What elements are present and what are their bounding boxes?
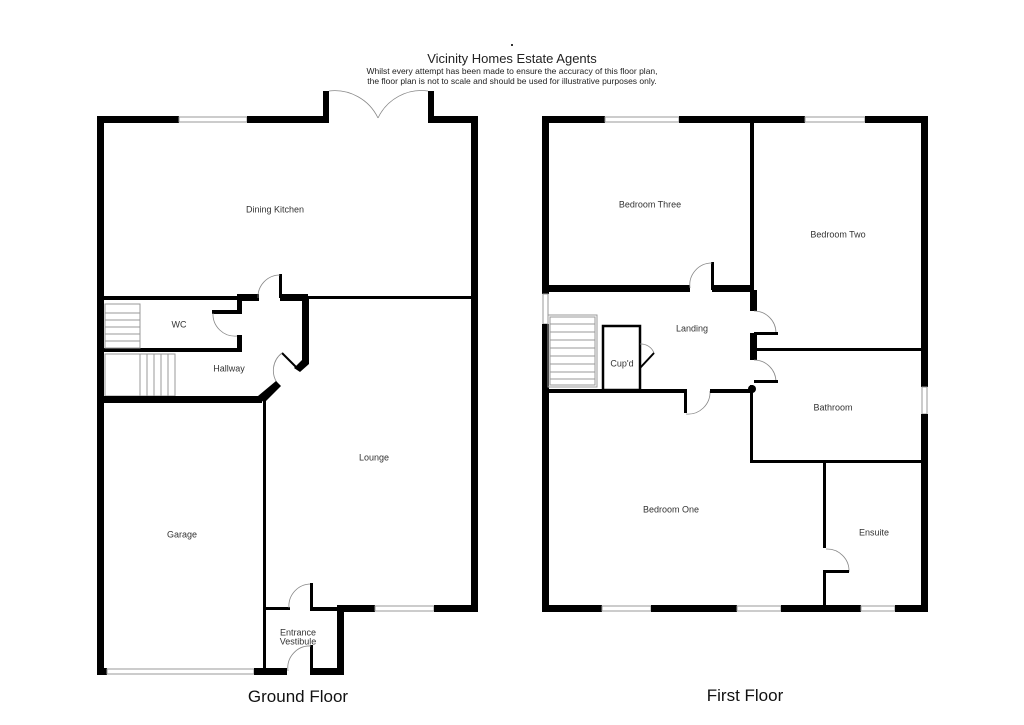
bedroom-one-door bbox=[685, 390, 711, 415]
kitchen-door bbox=[257, 274, 281, 299]
first-floor-label: First Floor bbox=[706, 686, 784, 705]
room-bedroom-three: Bedroom Three bbox=[618, 199, 682, 210]
room-entrance-line-1: Entrance bbox=[279, 627, 317, 638]
room-garage: Garage bbox=[166, 529, 198, 540]
wc-door bbox=[212, 312, 238, 337]
stairs-ground bbox=[104, 303, 176, 397]
room-bedroom-one: Bedroom One bbox=[642, 504, 700, 515]
header: Vicinity Homes Estate Agents Whilst ever… bbox=[0, 44, 1024, 86]
room-wc: WC bbox=[171, 319, 187, 330]
window bbox=[921, 386, 928, 415]
window bbox=[178, 116, 248, 123]
garage-door bbox=[106, 668, 255, 675]
window bbox=[604, 116, 680, 123]
first-floor-plan bbox=[542, 116, 928, 612]
agency-title: Vicinity Homes Estate Agents bbox=[427, 51, 597, 66]
window bbox=[860, 605, 896, 612]
window bbox=[374, 605, 435, 612]
ensuite-door bbox=[825, 548, 850, 573]
room-bedroom-two: Bedroom Two bbox=[810, 229, 866, 240]
header-dot bbox=[511, 44, 513, 46]
french-door-right bbox=[377, 90, 429, 119]
front-door bbox=[287, 645, 312, 672]
window bbox=[804, 116, 866, 123]
room-cupboard: Cup'd bbox=[610, 358, 634, 369]
disclaimer-line-1: Whilst every attempt has been made to en… bbox=[366, 66, 658, 76]
lounge-door bbox=[272, 352, 283, 385]
room-entrance-line-2: Vestibule bbox=[279, 636, 317, 647]
room-landing: Landing bbox=[675, 323, 709, 334]
bedroom-three-door bbox=[689, 262, 713, 289]
room-hallway: Hallway bbox=[213, 363, 245, 374]
room-bathroom: Bathroom bbox=[813, 402, 853, 413]
ground-floor-plan bbox=[97, 90, 478, 675]
room-lounge: Lounge bbox=[358, 452, 390, 463]
ground-floor-label: Ground Floor bbox=[247, 687, 349, 706]
window bbox=[736, 605, 782, 612]
vestibule-inner-door bbox=[288, 583, 312, 609]
disclaimer-line-2: the floor plan is not to scale and shoul… bbox=[367, 76, 657, 86]
cupboard bbox=[601, 324, 655, 392]
room-dining-kitchen: Dining Kitchen bbox=[245, 204, 305, 215]
room-ensuite: Ensuite bbox=[858, 527, 890, 538]
french-door-left bbox=[328, 90, 379, 119]
bathroom-door bbox=[753, 359, 777, 383]
bedroom-two-door bbox=[753, 310, 777, 334]
window bbox=[542, 293, 549, 325]
window bbox=[601, 605, 652, 612]
stairs-first bbox=[547, 314, 598, 388]
